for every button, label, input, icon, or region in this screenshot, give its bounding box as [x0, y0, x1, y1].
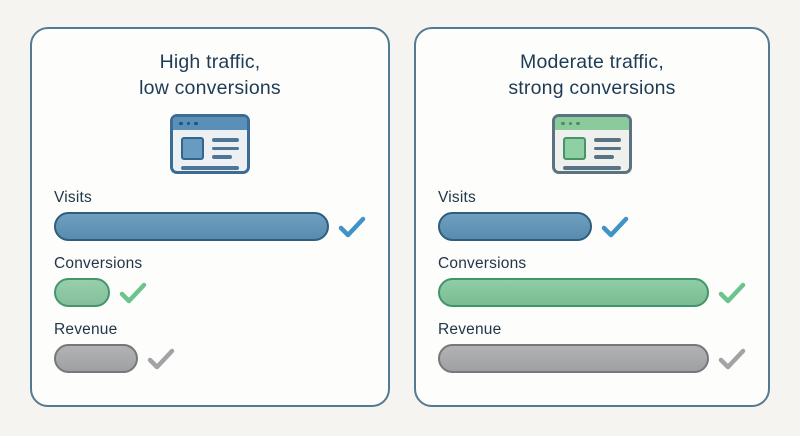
browser-page-content: [173, 130, 247, 171]
card-title-line1: Moderate traffic,: [520, 51, 664, 73]
page-text-lines: [212, 137, 239, 160]
metric-conversions: Conversions: [438, 255, 746, 307]
metric-bar: [438, 212, 592, 241]
text-line-icon: [594, 155, 615, 159]
metric-revenue: Revenue: [54, 321, 366, 373]
metric-label: Conversions: [54, 255, 143, 272]
text-line-icon: [212, 155, 233, 159]
page-text-lines: [594, 137, 621, 160]
metric-label: Revenue: [54, 321, 118, 338]
metric-visits: Visits: [438, 189, 746, 241]
card-title-line1: High traffic,: [159, 51, 261, 73]
metric-bar: [438, 344, 709, 373]
text-line-icon: [212, 146, 239, 150]
page-thumbnail-icon: [181, 137, 204, 160]
card-title-line2: low conversions: [139, 77, 281, 99]
browser-titlebar: [173, 117, 247, 130]
metric-label: Visits: [54, 189, 92, 206]
page-thumbnail-icon: [563, 137, 586, 160]
metric-visits: Visits: [54, 189, 366, 241]
check-icon: [718, 347, 746, 371]
text-line-icon: [563, 166, 621, 170]
text-line-icon: [594, 138, 621, 142]
card-title-line2: strong conversions: [508, 77, 676, 99]
metric-label: Visits: [438, 189, 476, 206]
browser-titlebar: [555, 117, 629, 130]
window-dot-icon: [179, 121, 183, 126]
window-dot-icon: [576, 121, 580, 126]
card-high-traffic-low-conversions: High traffic, low conversions Visits: [30, 27, 390, 407]
window-dot-icon: [194, 121, 198, 126]
window-dot-icon: [186, 121, 190, 126]
metric-bar: [54, 212, 329, 241]
window-dot-icon: [568, 121, 572, 126]
browser-window-icon: [170, 114, 250, 174]
metrics-list: Visits Conversions Revenue: [438, 189, 746, 387]
text-line-icon: [181, 166, 239, 170]
check-icon: [147, 347, 175, 371]
check-icon: [338, 215, 366, 239]
metric-bar: [438, 278, 709, 307]
window-dot-icon: [561, 121, 565, 126]
card-title: Moderate traffic, strong conversions: [438, 49, 746, 101]
card-title: High traffic, low conversions: [54, 49, 366, 101]
check-icon: [119, 281, 147, 305]
text-line-icon: [594, 146, 621, 150]
browser-page-content: [555, 130, 629, 171]
text-line-icon: [212, 138, 239, 142]
check-icon: [718, 281, 746, 305]
browser-window-icon: [552, 114, 632, 174]
metrics-list: Visits Conversions Revenue: [54, 189, 366, 387]
metric-label: Conversions: [438, 255, 527, 272]
metric-revenue: Revenue: [438, 321, 746, 373]
metric-bar: [54, 278, 111, 307]
card-moderate-traffic-strong-conversions: Moderate traffic, strong conversions Vis…: [414, 27, 770, 407]
metric-label: Revenue: [438, 321, 502, 338]
metric-bar: [54, 344, 139, 373]
check-icon: [601, 215, 629, 239]
metric-conversions: Conversions: [54, 255, 366, 307]
